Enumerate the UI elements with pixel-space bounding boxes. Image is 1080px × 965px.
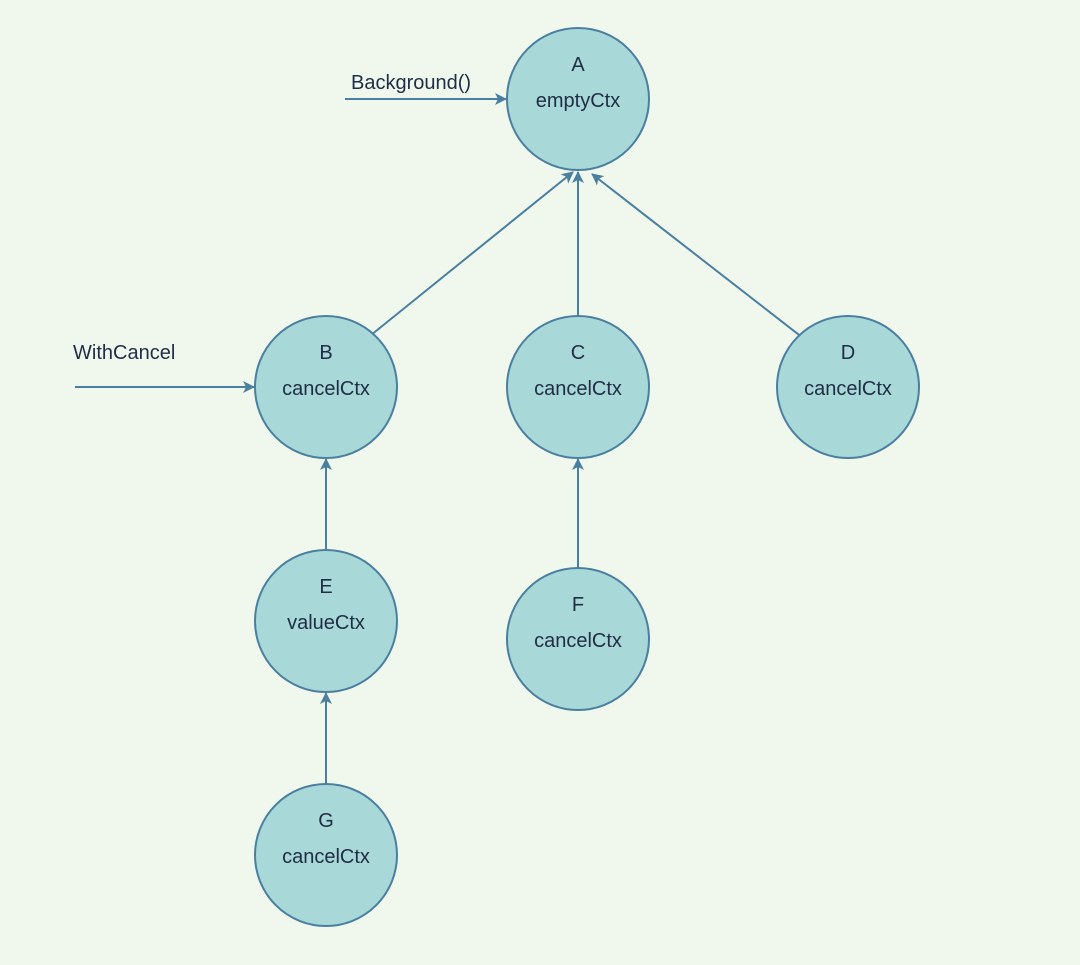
- node-d-circle: [776, 315, 920, 459]
- background-label: Background(): [351, 72, 471, 94]
- node-d-type: cancelCtx: [804, 378, 892, 400]
- nodes-layer: AemptyCtxBcancelCtxCcancelCtxDcancelCtxE…: [254, 27, 920, 927]
- node-e-type: valueCtx: [287, 612, 365, 634]
- node-a-type: emptyCtx: [536, 90, 620, 112]
- node-f-circle: [506, 567, 650, 711]
- node-a-letter: A: [571, 54, 585, 76]
- node-f-type: cancelCtx: [534, 630, 622, 652]
- edges-layer: [320, 171, 801, 784]
- node-d-letter: D: [841, 342, 855, 364]
- node-g-letter: G: [318, 810, 334, 832]
- node-b-circle: [254, 315, 398, 459]
- node-f-letter: F: [572, 594, 584, 616]
- node-b-type: cancelCtx: [282, 378, 370, 400]
- node-c-letter: C: [571, 342, 585, 364]
- node-a-circle: [506, 27, 650, 171]
- entry-labels-layer: Background() WithCancel: [73, 72, 507, 393]
- edge-d-to-a-arrow: [591, 173, 801, 336]
- with-cancel-label: WithCancel: [73, 342, 175, 364]
- node-b-letter: B: [319, 342, 332, 364]
- node-e-circle: [254, 549, 398, 693]
- node-e-letter: E: [319, 576, 332, 598]
- node-g-circle: [254, 783, 398, 927]
- node-g-type: cancelCtx: [282, 846, 370, 868]
- edge-b-to-a-arrow: [372, 171, 574, 335]
- node-c-circle: [506, 315, 650, 459]
- node-c-type: cancelCtx: [534, 378, 622, 400]
